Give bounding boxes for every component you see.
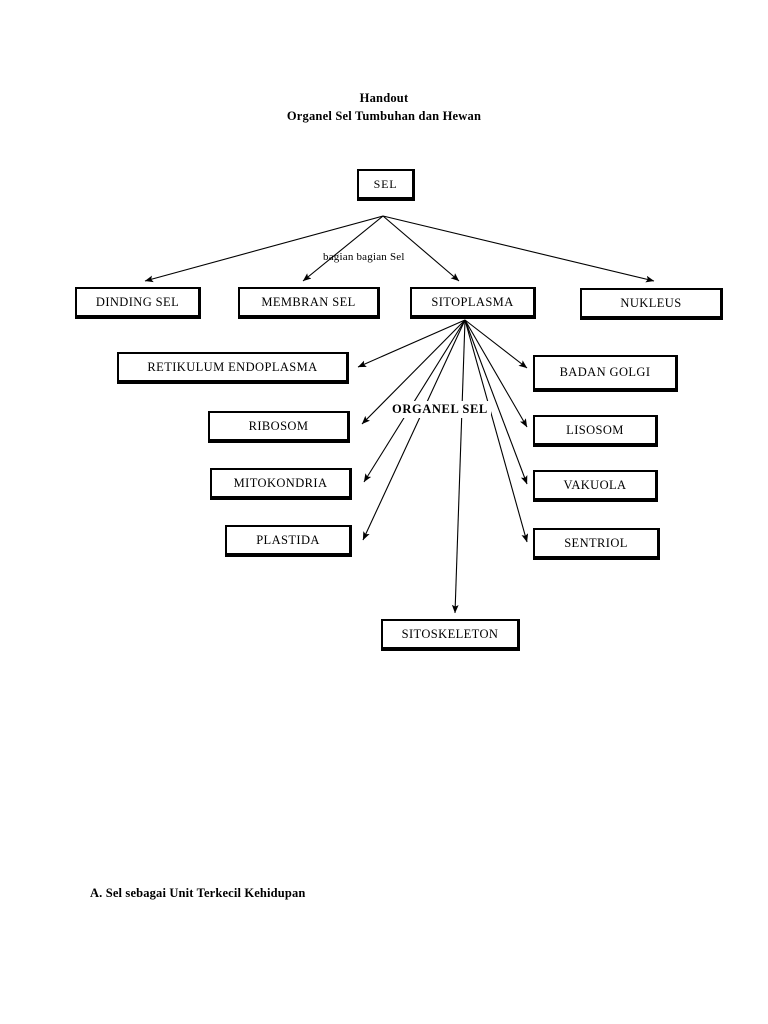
node-mitokondria-label: MITOKONDRIA [233,475,328,490]
node-sentriol-label: SENTRIOL [564,535,628,550]
arrow-sel-to-nukleus [382,215,655,283]
node-sel-label: SEL [373,177,398,191]
node-vakuola[interactable]: VAKUOLA [533,470,658,502]
label-organel-sel: ORGANEL SEL [389,401,491,418]
arrow-group-sel-to-level1 [144,215,655,283]
node-sitoskeleton[interactable]: SITOSKELETON [381,619,520,651]
node-dinding-sel[interactable]: DINDING SEL [75,287,201,319]
node-lisosom[interactable]: LISOSOM [533,415,658,447]
node-retikulum-endoplasma-label: RETIKULUM ENDOPLASMA [147,359,318,374]
arrow-to-sitoskeleton [451,319,466,614]
arrow-sel-to-sitoplasma [382,215,460,282]
arrow-sel-to-membran-sel [302,215,384,282]
node-sitoplasma-label: SITOPLASMA [431,294,514,309]
node-badan-golgi[interactable]: BADAN GOLGI [533,355,678,392]
node-nukleus-label: NUKLEUS [620,295,682,310]
node-sentriol[interactable]: SENTRIOL [533,528,660,560]
page-title: Handout Organel Sel Tumbuhan dan Hewan [0,90,768,126]
node-sitoplasma[interactable]: SITOPLASMA [410,287,536,319]
title-line-1: Handout [359,91,409,105]
node-ribosom[interactable]: RIBOSOM [208,411,350,443]
node-sel[interactable]: SEL [357,169,415,201]
node-sitoskeleton-label: SITOSKELETON [401,626,499,641]
node-plastida[interactable]: PLASTIDA [225,525,352,557]
node-vakuola-label: VAKUOLA [563,477,627,492]
node-membran-sel[interactable]: MEMBRAN SEL [238,287,380,319]
title-line-2: Organel Sel Tumbuhan dan Hewan [286,109,482,123]
node-nukleus[interactable]: NUKLEUS [580,288,723,320]
edge-label-bagian-bagian-sel: bagian bagian Sel [323,251,405,263]
arrow-to-plastida [362,319,466,541]
arrow-to-retikulum-endoplasma [357,319,466,368]
arrow-to-sentriol [464,319,529,543]
node-plastida-label: PLASTIDA [256,532,320,547]
node-lisosom-label: LISOSOM [566,422,624,437]
node-membran-sel-label: MEMBRAN SEL [261,294,356,309]
node-badan-golgi-label: BADAN GOLGI [559,365,651,380]
node-retikulum-endoplasma[interactable]: RETIKULUM ENDOPLASMA [117,352,349,384]
arrow-group-sitoplasma-to-organelles [357,319,529,614]
arrow-sel-to-dinding-sel [144,215,384,283]
footer-heading: A. Sel sebagai Unit Terkecil Kehidupan [90,886,306,900]
node-dinding-sel-label: DINDING SEL [95,294,180,309]
arrow-to-badan-golgi [464,319,528,369]
node-mitokondria[interactable]: MITOKONDRIA [210,468,352,500]
node-ribosom-label: RIBOSOM [248,418,309,433]
